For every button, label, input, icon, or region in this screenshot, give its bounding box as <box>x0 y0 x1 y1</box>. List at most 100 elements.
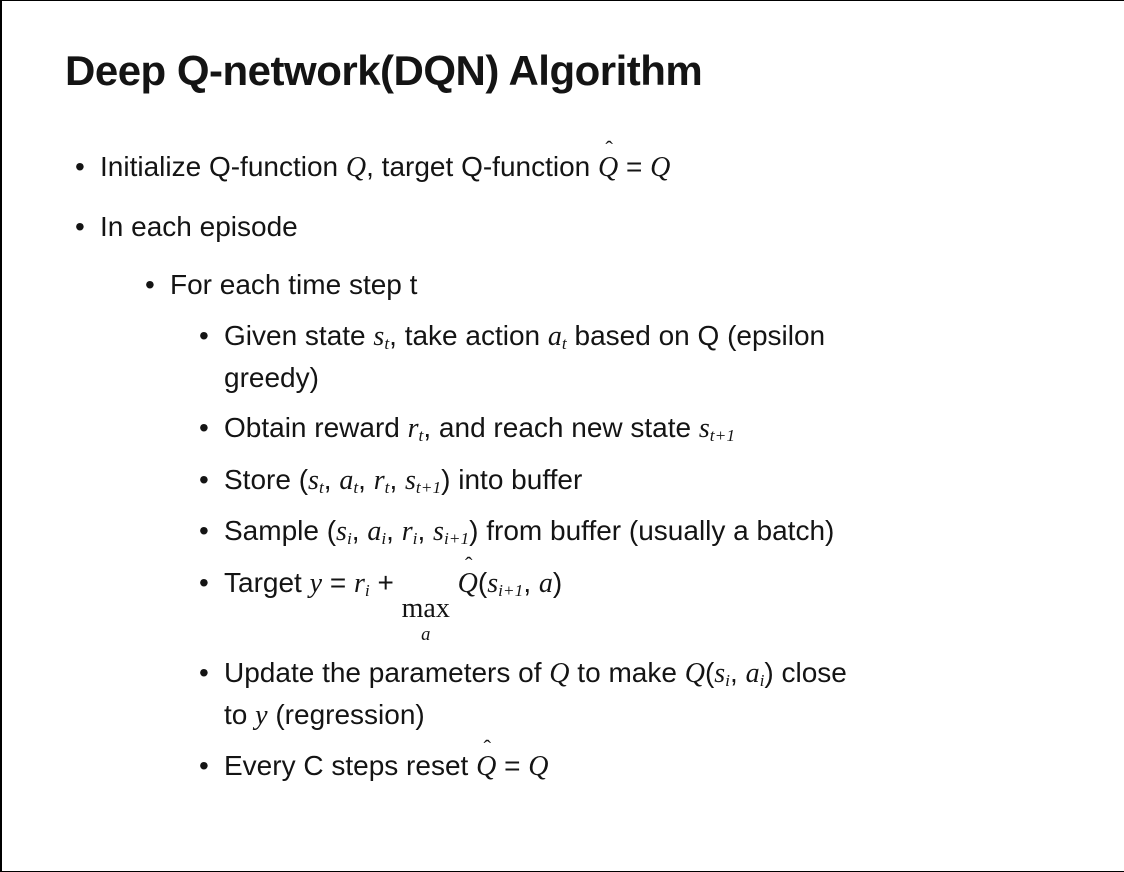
math-var: y <box>309 568 323 600</box>
text-run: = <box>496 750 529 782</box>
text-run: based on Q (epsilon <box>566 320 826 352</box>
bullet-marker: • <box>145 269 155 301</box>
math-var: Q <box>598 152 619 184</box>
math-subscript: t+1 <box>709 426 736 446</box>
math-subscript: t <box>384 478 390 498</box>
math-var: s <box>373 321 385 353</box>
text-run: In each episode <box>100 210 298 242</box>
hat-accent: ˆ <box>605 135 613 161</box>
math-var: Q <box>476 751 497 783</box>
text-run: , <box>523 567 539 599</box>
text-run: to make <box>569 657 685 689</box>
math-var: y <box>255 699 268 731</box>
math-var: a <box>745 658 760 690</box>
text-run: ) close <box>764 657 847 689</box>
text-run: , <box>358 463 374 495</box>
text-run: = <box>322 567 354 599</box>
text-run: , <box>386 515 402 547</box>
text-run: , <box>351 515 368 547</box>
text-run: , <box>417 515 434 547</box>
math-var: r <box>401 516 413 548</box>
bullet-item-level-3: •Obtain reward rt, and reach new state s… <box>199 408 1110 450</box>
text-run: ) from buffer (usually a batch) <box>469 515 835 547</box>
text-run: to <box>224 698 256 730</box>
math-var: s <box>714 658 726 690</box>
math-var: s <box>405 464 416 496</box>
math-var: r <box>373 464 385 496</box>
text-run: (regression) <box>267 698 425 730</box>
text-run: = <box>618 151 651 183</box>
bullet-marker: • <box>199 463 209 495</box>
math-subscript: i <box>725 671 730 691</box>
math-subscript: i+1 <box>443 529 470 549</box>
text-run: Obtain reward <box>224 412 408 444</box>
text-run: Every C steps reset <box>224 750 477 782</box>
text-run: ( <box>704 657 715 689</box>
bullet-text: In each episode <box>100 207 1110 248</box>
math-var: a <box>538 568 553 600</box>
text-run: , <box>323 463 340 495</box>
math-var: s <box>336 516 347 548</box>
math-var: s <box>433 516 444 548</box>
math-var: s <box>698 413 710 445</box>
text-run: , take action <box>389 320 548 352</box>
bullet-marker: • <box>199 567 209 599</box>
text-run: Given state <box>224 320 374 352</box>
bullet-text: For each time step t <box>170 265 1110 306</box>
bullet-marker: • <box>75 151 85 183</box>
text-run: Initialize Q-function <box>100 151 346 183</box>
text-run: , and reach new state <box>423 412 699 444</box>
text-run: Target <box>224 567 310 599</box>
operator-name: max <box>401 592 450 624</box>
math-subscript: t <box>561 334 567 354</box>
math-var: a <box>547 321 562 353</box>
bullet-text: Update the parameters of Q to make Q(si,… <box>224 653 1110 736</box>
bullet-item-level-2: • For each time step t <box>145 265 1110 306</box>
math-var: Q <box>528 751 549 783</box>
text-run <box>450 567 458 598</box>
math-var: s <box>487 568 499 600</box>
text-run: , <box>730 657 746 689</box>
text-run: + <box>369 567 402 599</box>
bullet-item-level-3: • Update the parameters of Q to make Q(si… <box>199 653 1110 736</box>
math-var: Q <box>684 658 705 690</box>
math-subscript: i <box>364 581 370 601</box>
bullet-item-level-3: •Store (st, at, rt, st+1) into buffer <box>199 460 1110 502</box>
text-run: , <box>389 463 406 495</box>
text-run: For each time step t <box>170 269 418 301</box>
bullet-text: Initialize Q-function Q, target Q-functi… <box>100 137 1110 189</box>
bullet-marker: • <box>199 412 209 444</box>
bullet-marker: • <box>199 750 209 782</box>
math-subscript: t <box>418 426 424 446</box>
text-run: ) <box>552 567 563 599</box>
math-subscript: i <box>412 529 418 549</box>
bullet-item-level-1: •Initialize Q-function Q, target Q-funct… <box>75 137 1110 189</box>
text-run: ) into buffer <box>441 463 583 495</box>
bullet-marker: • <box>199 515 209 547</box>
math-var: Q <box>650 152 671 184</box>
bullet-text: Sample (si, ai, ri, si+1) from buffer (u… <box>224 511 1110 553</box>
math-subscript: t <box>318 478 324 498</box>
bullet-item-level-1: • In each episode <box>75 207 1110 248</box>
operator-underscript: a <box>421 623 431 644</box>
math-subscript: t <box>353 478 359 498</box>
math-var: Q <box>457 568 478 600</box>
math-var: r <box>353 568 365 600</box>
math-var: Q <box>345 152 367 184</box>
text-run: , target Q-function <box>366 151 599 183</box>
bullet-marker: • <box>199 657 209 689</box>
bullet-marker: • <box>75 210 85 242</box>
math-var: s <box>308 464 319 496</box>
text-run: Sample ( <box>224 515 337 547</box>
math-var: a <box>367 516 382 548</box>
slide-title: Deep Q-network(DQN) Algorithm <box>65 47 703 94</box>
math-subscript: i+1 <box>498 581 524 601</box>
hat-accent: ˆ <box>483 734 491 760</box>
